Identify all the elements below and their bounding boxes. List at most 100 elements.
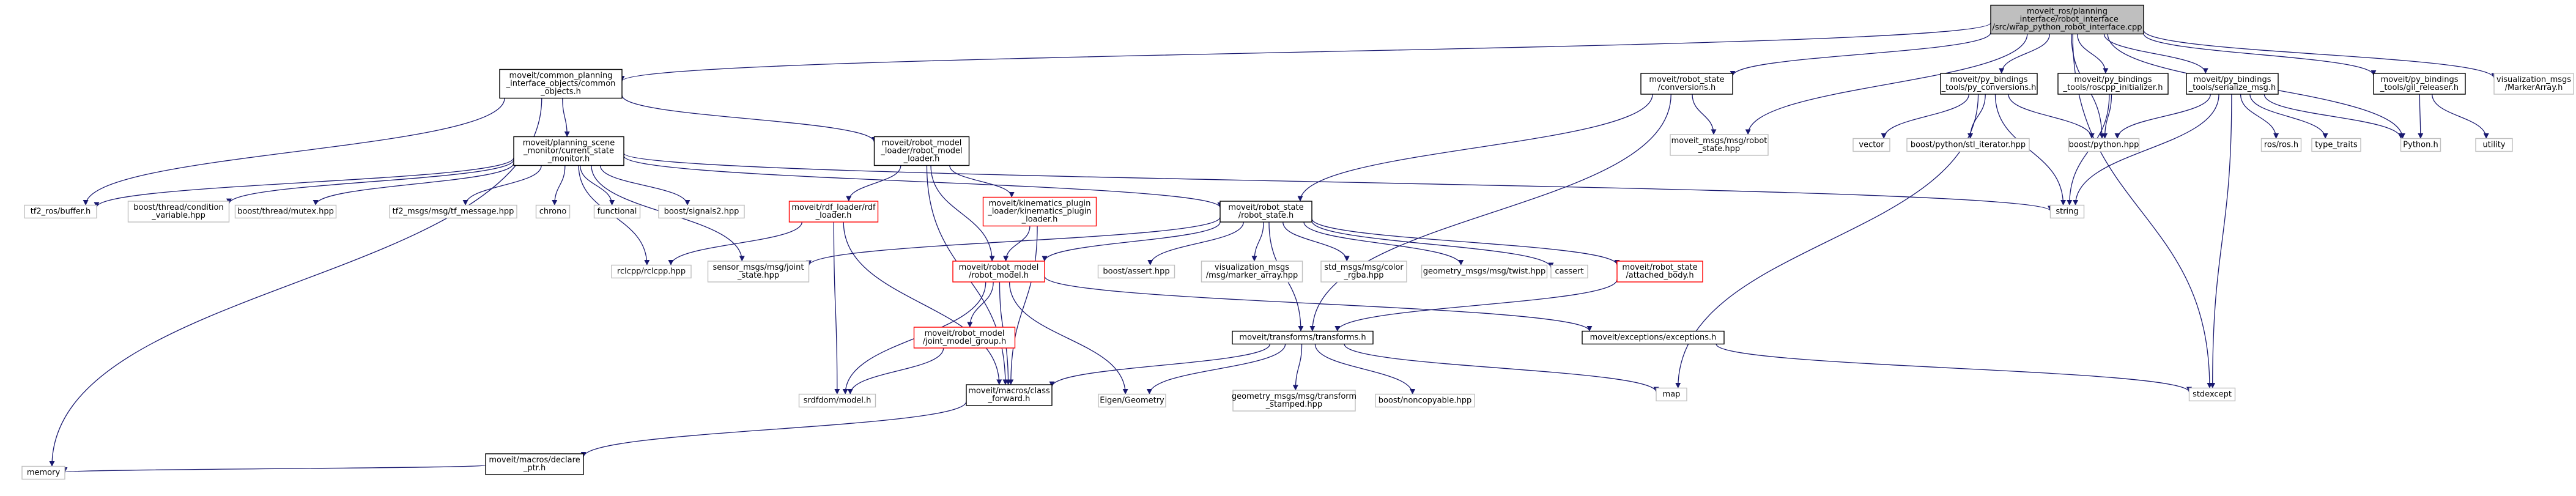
node-roscpp-init[interactable]: moveit/py_bindings_tools/roscpp_initiali… [2057,73,2169,95]
node-box [2311,138,2361,152]
node-label-line: /msg/marker_array.hpp [1206,271,1298,280]
node-label-line: /conversions.h [1658,83,1715,92]
edge-rstate-to-color-rgba [1282,221,1350,262]
edge-rmodel-to-eigen-geometry [1009,281,1128,394]
node-label-line: string [2056,207,2078,217]
node-label-line: boost/thread/mutex.hpp [237,207,334,217]
node-box [1656,387,1687,402]
node-box [2049,204,2085,219]
node-label-line: geometry_msgs/msg/twist.hpp [1423,267,1546,276]
node-boost-assert: boost/assert.hpp [1097,264,1175,279]
node-label-line: moveit/py_bindings [2380,75,2458,84]
node-transforms[interactable]: moveit/transforms/transforms.h [1232,330,1374,345]
node-label-line: _rgba.hpp [1344,271,1384,280]
edge-robot-state-conv-to-rstate [1297,94,1653,202]
node-csm[interactable]: moveit/planning_scene_monitor/current_st… [513,136,624,166]
edge-csm-to-mutex [313,163,514,205]
node-label-line: functional [598,207,637,217]
edge-rstate-to-joint-state [806,217,1221,266]
edge-common-planning-to-tf2-buffer [83,98,505,205]
edge-exceptions-to-stdexcept [1715,344,2192,393]
node-mutex: boost/thread/mutex.hpp [234,204,337,219]
edge-csm-to-functional [580,165,615,205]
node-label-line: moveit/robot_model [882,139,962,148]
node-root[interactable]: moveit_ros/planning_interface/robot_inte… [1990,4,2144,35]
node-label-line: srdfdom/model.h [804,396,872,405]
edge-class-forward-to-declare-ptr [580,401,967,457]
node-exceptions[interactable]: moveit/exceptions/exceptions.h [1582,330,1725,345]
node-box [593,204,641,219]
node-declare-ptr[interactable]: moveit/macros/declare_ptr.h [485,453,584,475]
node-joint-model-group: moveit/robot_model/joint_model_group.h [913,327,1016,349]
node-transform-stamped: geometry_msgs/msg/transform_stamped.hpp [1232,390,1356,412]
edge-serialize-msg-to-ros-ros [2240,94,2279,139]
node-label-line: /robot_model.h [969,271,1029,280]
edge-gil-releaser-to-utility [2432,94,2489,139]
node-gil-releaser[interactable]: moveit/py_bindings_tools/gil_releaser.h [2373,73,2466,95]
node-py-conversions[interactable]: moveit/py_bindings_tools/py_conversions.… [1940,73,2038,95]
node-chrono: chrono [535,204,571,219]
node-box [1670,134,1769,156]
node-tf-message: tf2_msgs/msg/tf_message.hpp [389,204,517,219]
node-label-line: moveit/robot_state [1622,263,1697,272]
node-label-line: visualization_msgs [2496,75,2571,84]
node-label-line: _tools/py_conversions.h [1941,83,2037,92]
edge-serialize-msg-to-boost-python [2114,94,2211,139]
node-ros-ros: ros/ros.h [2260,138,2302,152]
node-robot-state-conv[interactable]: moveit/robot_state/conversions.h [1640,73,1733,95]
node-label-line: moveit/macros/declare [489,456,580,465]
node-box [1097,264,1175,279]
node-noncopyable: boost/noncopyable.hpp [1375,393,1475,408]
node-rmodel-loader[interactable]: moveit/robot_model_loader/robot_model_lo… [873,136,970,166]
edge-rstate-to-attached-body [1311,218,1620,265]
node-common-planning[interactable]: moveit/common_planning_interface_objects… [499,68,623,99]
node-box [1582,330,1725,345]
node-label-line: type_traits [2315,141,2358,150]
node-map: map [1656,387,1687,402]
node-box [1990,4,2144,35]
node-box [1220,201,1312,223]
edge-common-planning-to-csm [562,98,570,137]
node-marker-array-msg: visualization_msgs/msg/marker_array.hpp [1201,261,1303,283]
edge-root-to-stdexcept [2072,34,2213,388]
node-box [2400,138,2441,152]
node-box [798,393,876,408]
node-label-line: tf2_ros/buffer.h [31,207,91,217]
node-box [2068,138,2140,152]
node-label-line: moveit/robot_model [959,263,1039,272]
node-label-line: _tools/roscpp_initializer.h [2063,83,2163,92]
node-box [389,204,517,219]
edge-declare-ptr-to-memory [62,464,486,473]
node-box [499,68,623,99]
node-vector: vector [1852,138,1890,152]
node-memory: memory [21,465,65,480]
node-box [913,327,1016,349]
node-label-line: sensor_msgs/msg/joint [712,263,804,272]
node-label-line: boost/signals2.hpp [664,207,739,217]
node-label-line: _monitor.h [547,155,590,164]
node-label-line: chrono [539,207,567,217]
node-rstate[interactable]: moveit/robot_state/robot_state.h [1220,201,1312,223]
node-label-line: moveit/kinematics_plugin [989,199,1091,209]
node-label-line: _stamped.hpp [1265,400,1322,409]
edge-transforms-to-transform-stamped [1292,344,1303,391]
node-label-line: /attached_body.h [1626,271,1693,280]
node-box [513,136,624,166]
node-label-line: boost/python/stl_iterator.hpp [1911,141,2026,150]
node-box [1616,261,1703,283]
edge-rstate-to-cassert [1311,220,1554,268]
edge-serialize-msg-to-stdexcept [2210,94,2232,388]
node-box [2188,387,2236,402]
node-label-line: moveit/common_planning [509,72,613,81]
edge-py-conversions-to-vector [1881,94,1970,139]
edge-rmodel-to-exceptions [1044,276,1593,331]
edge-root-to-marker-array-top [2143,29,2497,79]
node-class-forward[interactable]: moveit/macros/class_forward.h [966,384,1053,406]
node-rmodel: moveit/robot_model/robot_model.h [952,261,1045,283]
node-label-line: moveit/py_bindings [2074,75,2152,84]
node-serialize-msg[interactable]: moveit/py_bindings_tools/serialize_msg.h [2186,73,2279,95]
node-box [788,201,879,223]
node-label-line: _loader.h [1021,215,1058,224]
node-type-traits: type_traits [2311,138,2361,152]
